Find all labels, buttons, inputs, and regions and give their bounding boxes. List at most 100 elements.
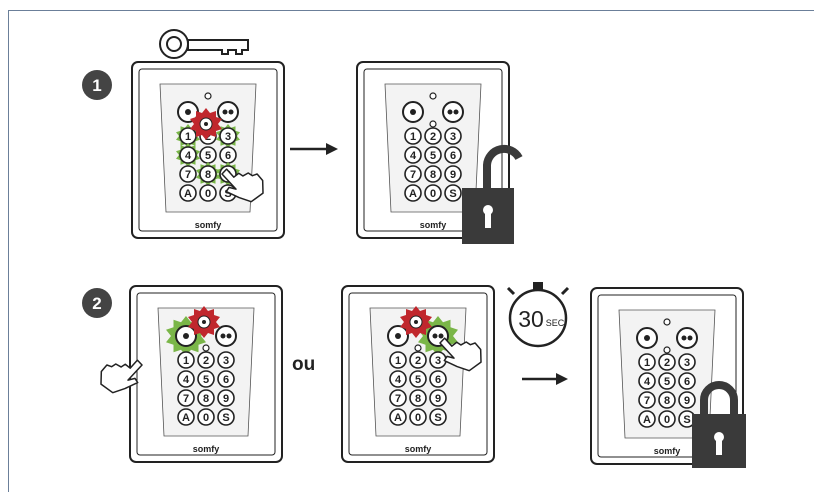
key-1	[404, 127, 422, 145]
key-6	[217, 370, 235, 388]
key-label-5: 5	[205, 150, 211, 162]
key-label-A: A	[394, 412, 402, 424]
key-label-A: A	[643, 414, 651, 426]
key-9	[429, 389, 447, 407]
key-label-S: S	[222, 412, 229, 424]
key-1	[177, 351, 195, 369]
key-4	[404, 146, 422, 164]
step-number-1: 1	[92, 76, 101, 95]
key-A	[177, 408, 195, 426]
arrow-right-icon-2	[522, 373, 568, 385]
key-label-6: 6	[225, 150, 231, 162]
key-7	[177, 389, 195, 407]
key-label-6: 6	[450, 150, 456, 162]
stopwatch-icon: 30 SEC	[506, 282, 570, 348]
key-6	[429, 370, 447, 388]
key-label-S: S	[434, 412, 441, 424]
key-label-2: 2	[415, 355, 421, 367]
key-label-1: 1	[185, 131, 191, 143]
key-label-3: 3	[223, 355, 229, 367]
key-label-3: 3	[225, 131, 231, 143]
key-label-5: 5	[415, 374, 421, 386]
key-label-4: 4	[183, 374, 190, 386]
center-button	[429, 120, 437, 128]
brand-logo: somfy	[195, 220, 222, 230]
key-label-2: 2	[430, 131, 436, 143]
key-label-0: 0	[205, 188, 211, 200]
key-label-2: 2	[203, 355, 209, 367]
open-padlock-icon	[462, 145, 523, 244]
step-number-2: 2	[92, 294, 101, 313]
key-icon	[159, 29, 249, 59]
key-label-1: 1	[183, 355, 189, 367]
key-label-7: 7	[183, 393, 189, 405]
key-6	[444, 146, 462, 164]
key-8	[424, 165, 442, 183]
key-4	[179, 146, 197, 164]
key-5	[197, 370, 215, 388]
key-0	[424, 184, 442, 202]
key-label-1: 1	[410, 131, 416, 143]
key-label-4: 4	[644, 376, 651, 388]
timer-value: 30	[518, 306, 544, 332]
key-label-7: 7	[410, 169, 416, 181]
top-right-button	[215, 325, 237, 347]
closed-padlock-icon	[692, 381, 746, 468]
key-label-1: 1	[395, 355, 401, 367]
arrow-right-icon	[290, 143, 338, 155]
key-7	[179, 165, 197, 183]
key-5	[424, 146, 442, 164]
top-right-button	[217, 101, 239, 123]
or-label: ou	[292, 354, 315, 375]
highlight-red-center-button	[190, 108, 222, 140]
key-label-3: 3	[684, 357, 690, 369]
key-label-9: 9	[684, 395, 690, 407]
center-button	[663, 346, 671, 354]
key-label-S: S	[683, 414, 690, 426]
key-7	[389, 389, 407, 407]
key-8	[658, 391, 676, 409]
frame-top-border	[8, 10, 814, 11]
key-label-7: 7	[644, 395, 650, 407]
key-label-S: S	[449, 188, 456, 200]
key-S	[217, 408, 235, 426]
timer-unit: SEC	[546, 318, 565, 328]
key-label-A: A	[182, 412, 190, 424]
key-label-8: 8	[430, 169, 436, 181]
key-2	[409, 351, 427, 369]
key-label-9: 9	[223, 393, 229, 405]
step-badge-1: 1	[82, 70, 112, 100]
top-right-button	[676, 327, 698, 349]
step-badge-2: 2	[82, 288, 112, 318]
key-label-6: 6	[435, 374, 441, 386]
key-1	[389, 351, 407, 369]
key-label-8: 8	[415, 393, 421, 405]
key-label-0: 0	[203, 412, 209, 424]
key-5	[658, 372, 676, 390]
brand-logo: somfy	[405, 444, 432, 454]
key-label-6: 6	[684, 376, 690, 388]
key-2	[658, 353, 676, 371]
key-label-9: 9	[435, 393, 441, 405]
key-label-7: 7	[395, 393, 401, 405]
key-A	[179, 184, 197, 202]
key-9	[217, 389, 235, 407]
key-1	[638, 353, 656, 371]
key-2	[197, 351, 215, 369]
key-5	[409, 370, 427, 388]
brand-logo: somfy	[420, 220, 447, 230]
key-7	[404, 165, 422, 183]
key-label-4: 4	[410, 150, 417, 162]
key-label-8: 8	[203, 393, 209, 405]
key-label-0: 0	[664, 414, 670, 426]
key-3	[678, 353, 696, 371]
center-button	[414, 344, 422, 352]
highlight-red-center-button-3	[400, 306, 432, 338]
key-label-S: S	[224, 188, 231, 200]
indicator-light	[663, 318, 671, 326]
